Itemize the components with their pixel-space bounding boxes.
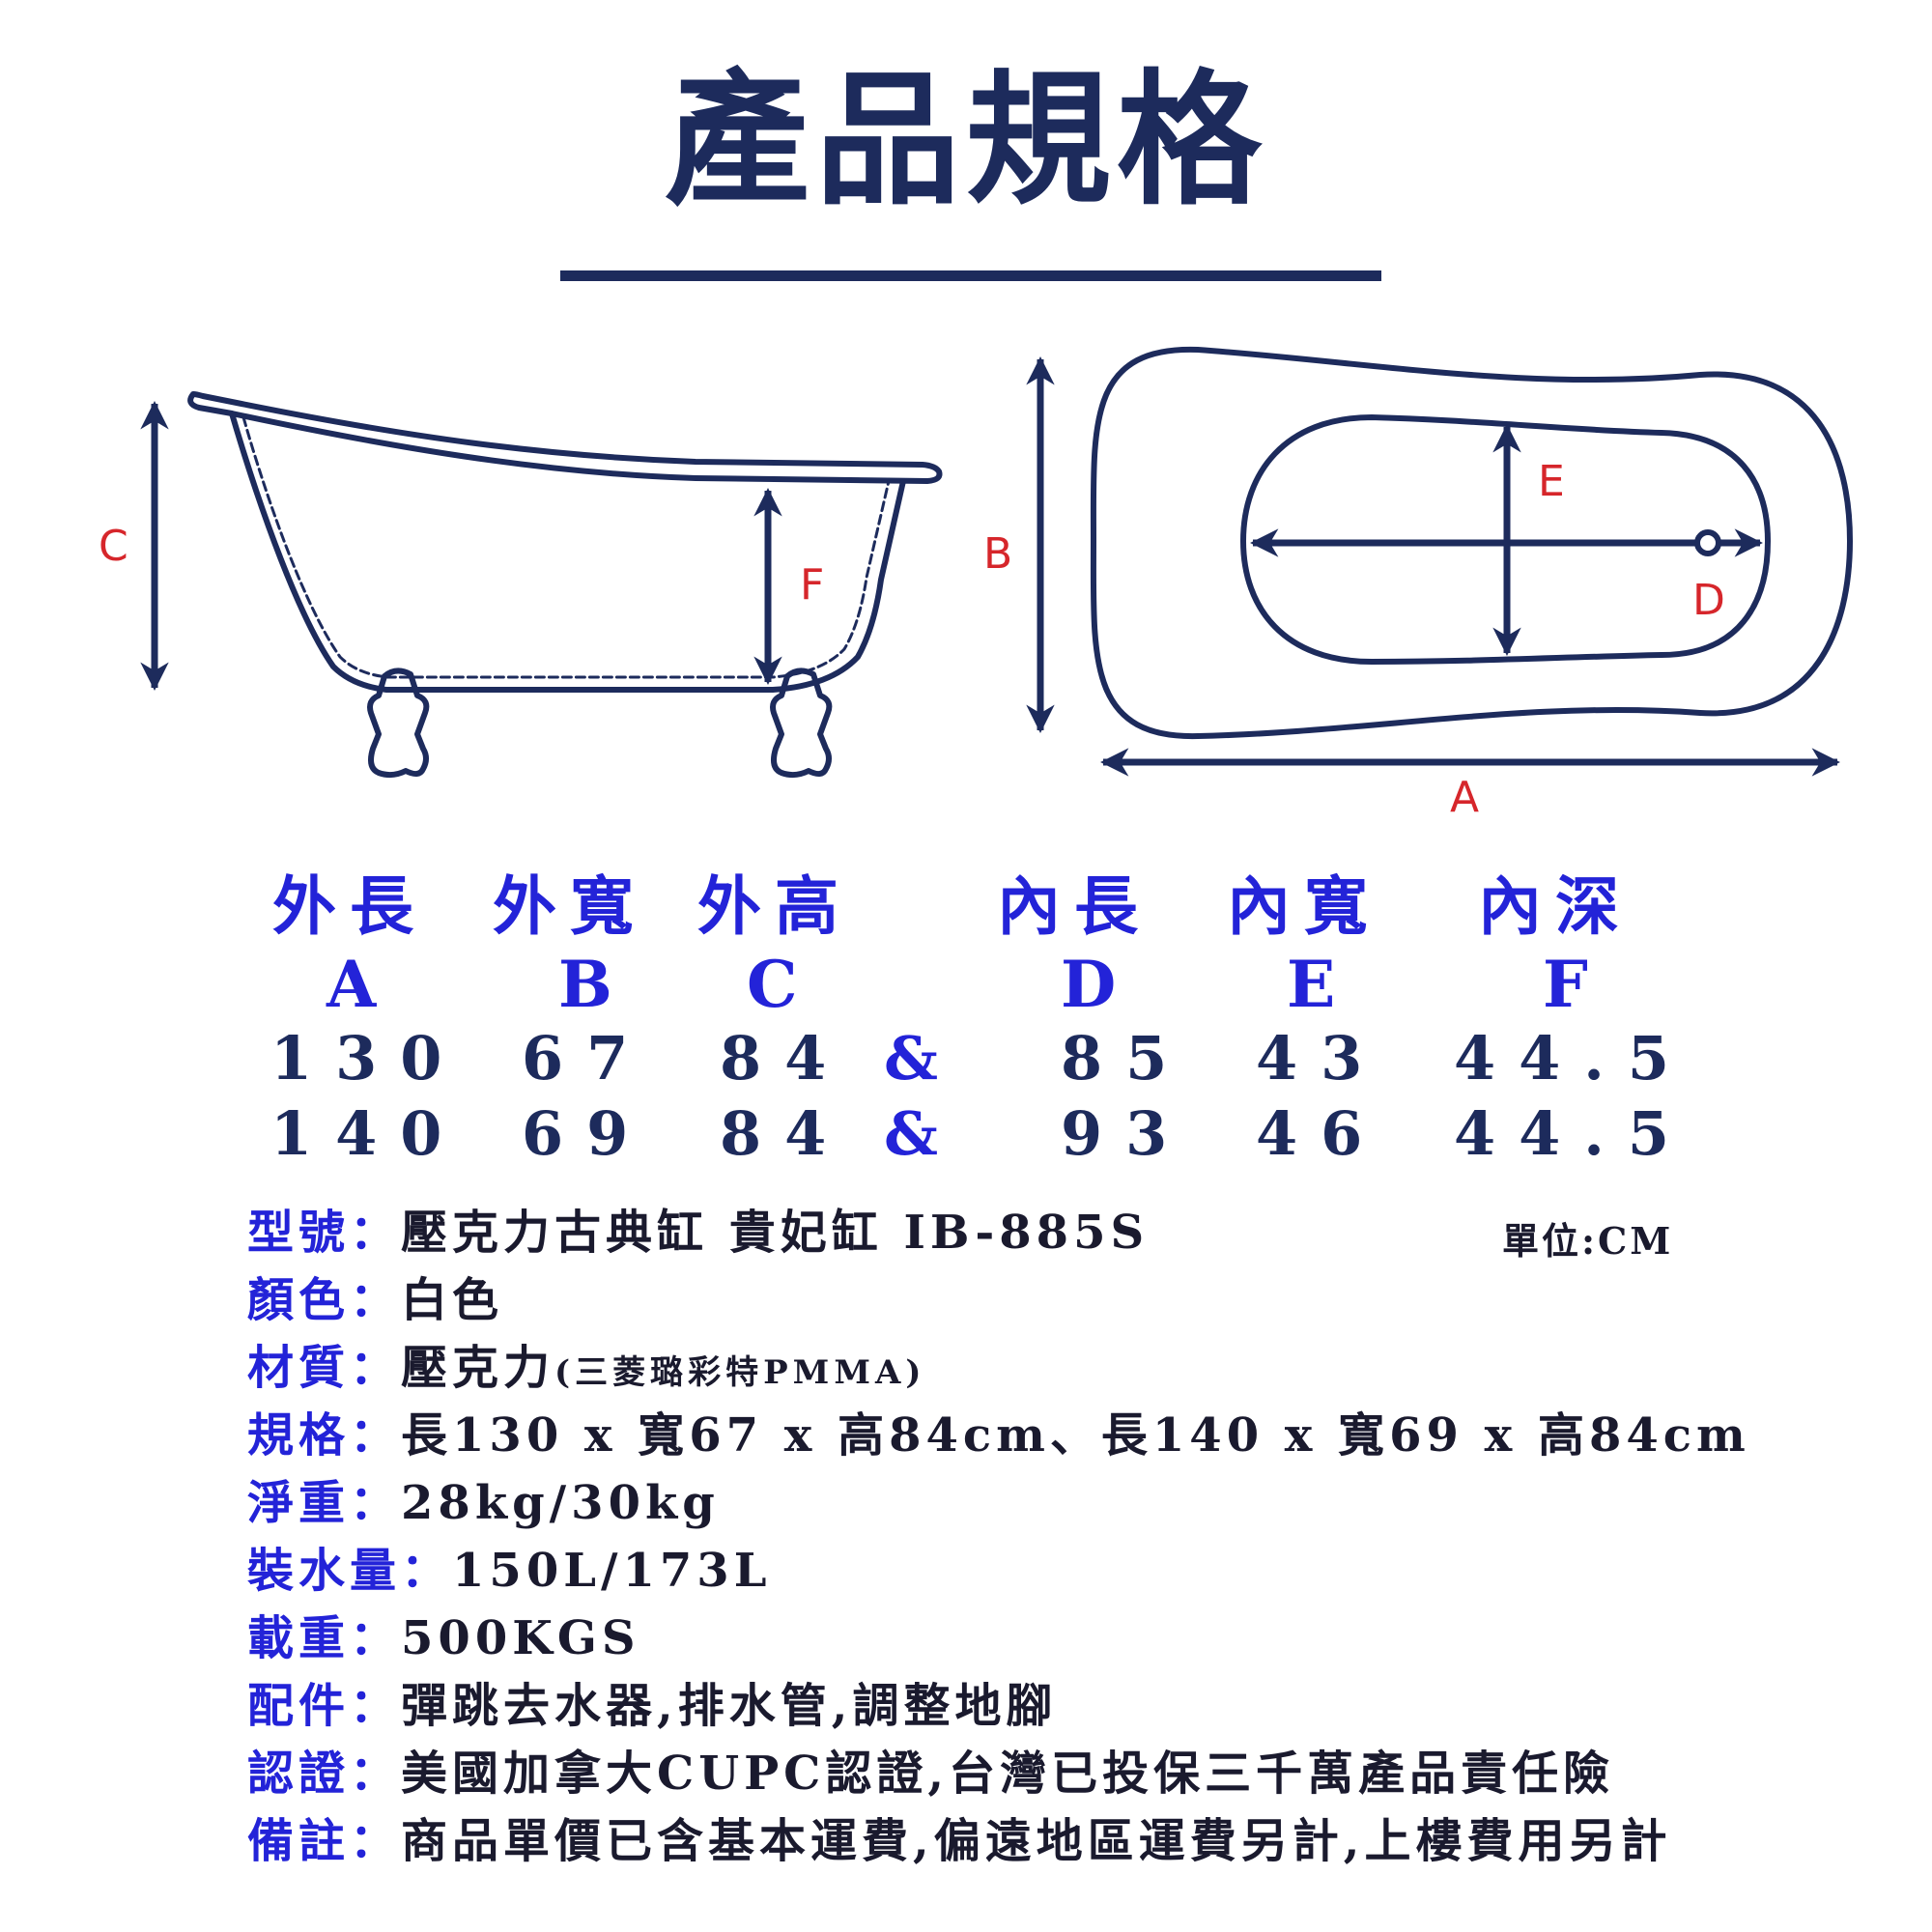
title-divider xyxy=(560,270,1381,281)
bathtub-dimension-diagram: C F B A D E xyxy=(99,346,1854,822)
spec-size-key: 規格： xyxy=(247,1408,402,1463)
spec-load: 載重：500KGS xyxy=(247,1615,640,1662)
spec-remarks: 備註：商品單價已含基本運費,偏遠地區運費另計,上樓費用另計 xyxy=(247,1818,1671,1864)
spec-material-value: 壓克力 xyxy=(401,1341,555,1395)
spec-capacity-value: 150L/173L xyxy=(452,1544,772,1598)
top-view-inner-basin xyxy=(1239,413,1772,666)
row2-inner-depth: 44.5 xyxy=(1454,1098,1693,1169)
right-claw-foot xyxy=(770,668,833,779)
row1-separator: & xyxy=(884,1023,938,1094)
top-view-outer-rim xyxy=(1090,346,1854,740)
spec-load-key: 載重： xyxy=(247,1611,402,1665)
letter-a: A xyxy=(327,947,377,1022)
header-inner-depth: 內深 xyxy=(1478,868,1633,944)
row2-inner-width: 46 xyxy=(1256,1098,1386,1169)
header-outer-height: 外高 xyxy=(697,868,852,944)
spec-color-key: 顏色： xyxy=(247,1273,402,1327)
row2-inner-length: 93 xyxy=(1061,1098,1191,1169)
tub-body-inner xyxy=(242,415,891,679)
spec-model-key: 型號： xyxy=(247,1206,402,1260)
top-view-tub xyxy=(1090,346,1854,740)
spec-model-value: 壓克力古典缸 貴妃缸 IB-885S xyxy=(401,1206,1150,1260)
spec-certification-key: 認證： xyxy=(247,1747,402,1801)
spec-size: 規格：長130 x 寬67 x 高84cm、長140 x 寬69 x 高84cm xyxy=(247,1412,1750,1459)
row2-outer-height: 84 xyxy=(720,1098,850,1169)
row2-outer-width: 69 xyxy=(522,1098,652,1169)
spec-material-note: (三菱璐彩特PMMA) xyxy=(554,1353,926,1392)
spec-remarks-key: 備註： xyxy=(247,1814,402,1868)
drain-hole-icon xyxy=(1694,529,1721,556)
tub-rim xyxy=(187,391,943,484)
spec-weight-value: 28kg/30kg xyxy=(401,1476,720,1530)
header-inner-width: 內寬 xyxy=(1227,868,1381,944)
row1-outer-length: 130 xyxy=(270,1023,466,1094)
spec-weight: 淨重：28kg/30kg xyxy=(247,1480,720,1526)
row1-inner-depth: 44.5 xyxy=(1454,1023,1693,1094)
spec-accessories-value: 彈跳去水器,排水管,調整地腳 xyxy=(401,1679,1058,1733)
spec-material-key: 材質： xyxy=(247,1341,402,1395)
spec-capacity-key: 裝水量： xyxy=(247,1544,453,1598)
spec-capacity: 裝水量：150L/173L xyxy=(247,1548,771,1594)
dimension-b-label: B xyxy=(983,529,1012,579)
spec-accessories-key: 配件： xyxy=(247,1679,402,1733)
spec-load-value: 500KGS xyxy=(401,1611,640,1665)
spec-weight-key: 淨重： xyxy=(247,1476,402,1530)
left-claw-foot xyxy=(367,668,430,779)
spec-size-value: 長130 x 寬67 x 高84cm、長140 x 寬69 x 高84cm xyxy=(401,1408,1750,1463)
letter-d: D xyxy=(1061,947,1117,1022)
side-view-tub xyxy=(187,391,943,779)
spec-certification-value: 美國加拿大CUPC認證,台灣已投保三千萬產品責任險 xyxy=(401,1747,1615,1801)
dimension-c-label: C xyxy=(99,522,128,571)
dimension-d-label: D xyxy=(1692,576,1725,625)
header-outer-length: 外長 xyxy=(272,868,427,944)
dimension-e-label: E xyxy=(1538,457,1565,506)
header-outer-width: 外寬 xyxy=(493,868,647,944)
row1-inner-length: 85 xyxy=(1061,1023,1191,1094)
row1-inner-width: 43 xyxy=(1256,1023,1386,1094)
spec-color: 顏色：白色 xyxy=(247,1277,503,1323)
row2-outer-length: 140 xyxy=(270,1098,466,1169)
spec-certification: 認證：美國加拿大CUPC認證,台灣已投保三千萬產品責任險 xyxy=(247,1750,1614,1797)
spec-remarks-value: 商品單價已含基本運費,偏遠地區運費另計,上樓費用另計 xyxy=(401,1814,1672,1868)
letter-e: E xyxy=(1287,947,1336,1022)
letter-b: B xyxy=(558,947,612,1022)
dimension-a-label: A xyxy=(1450,773,1479,822)
letter-c: C xyxy=(747,947,798,1022)
spec-material: 材質：壓克力(三菱璐彩特PMMA) xyxy=(247,1345,925,1391)
page-title: 產品規格 xyxy=(664,55,1267,225)
unit-label: 單位:CM xyxy=(1502,1219,1674,1263)
row2-separator: & xyxy=(884,1098,938,1169)
spec-accessories: 配件：彈跳去水器,排水管,調整地腳 xyxy=(247,1683,1057,1729)
row1-outer-width: 67 xyxy=(522,1023,652,1094)
dimension-f-label: F xyxy=(800,560,824,610)
letter-f: F xyxy=(1543,947,1588,1022)
header-inner-length: 內長 xyxy=(997,868,1151,944)
row1-outer-height: 84 xyxy=(720,1023,850,1094)
spec-color-value: 白色 xyxy=(401,1273,504,1327)
spec-model: 型號：壓克力古典缸 貴妃缸 IB-885S xyxy=(247,1209,1149,1256)
